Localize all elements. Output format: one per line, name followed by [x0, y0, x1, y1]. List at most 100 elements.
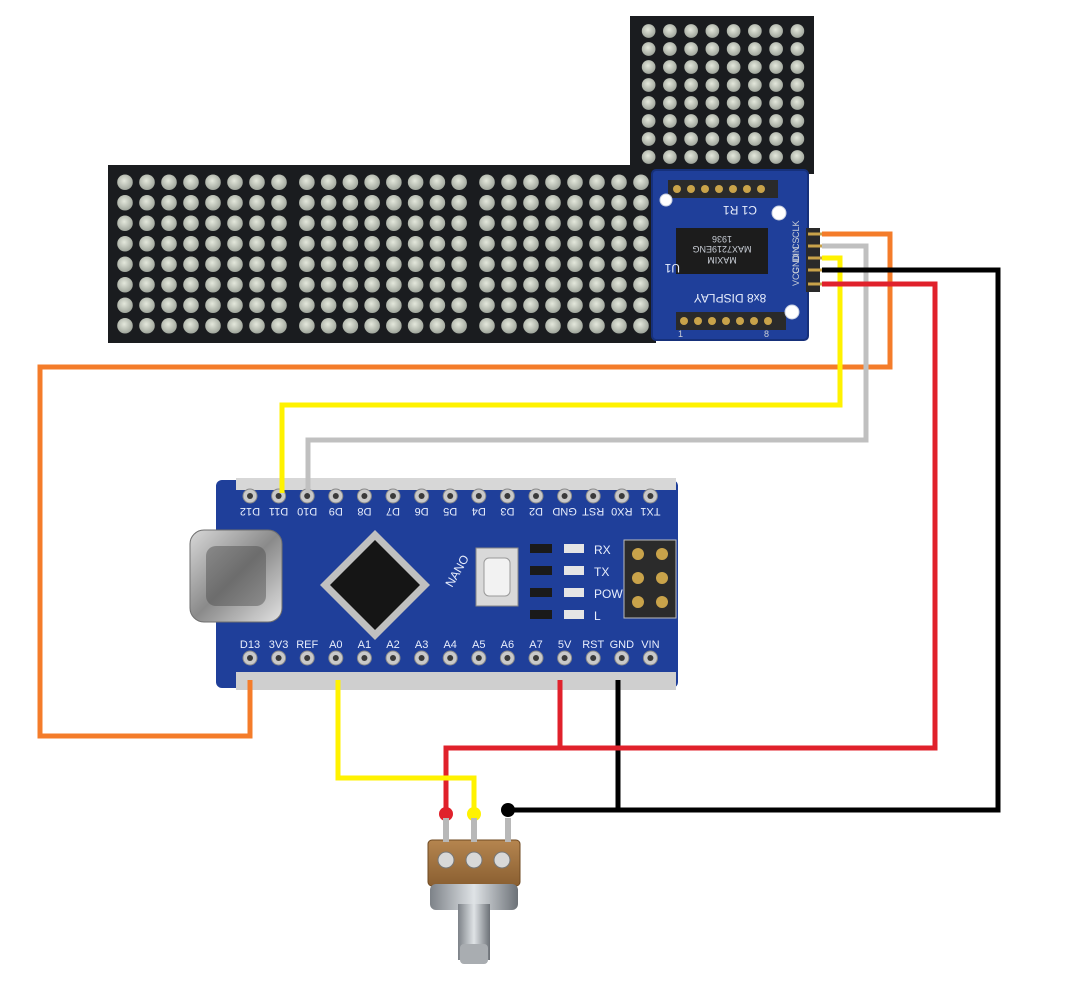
header-pin-hole — [304, 655, 311, 661]
reset-button[interactable] — [475, 547, 519, 607]
bottom-pin-label: A7 — [529, 639, 542, 651]
top-header-pins — [673, 185, 765, 193]
led-dot — [641, 114, 656, 128]
chip-brand-label: MAXIM — [707, 255, 737, 265]
led-dot — [567, 235, 583, 252]
led-dot — [726, 150, 741, 164]
led-dot — [342, 215, 359, 232]
led-dot — [117, 174, 133, 191]
led-dot — [705, 114, 720, 128]
bottom-header-pins — [680, 317, 772, 325]
led-dot — [183, 317, 199, 334]
led-dot — [249, 297, 265, 314]
led-dot — [407, 235, 424, 252]
led-dot — [523, 174, 539, 191]
led-dot — [342, 297, 359, 314]
led-dot — [633, 174, 649, 191]
led-dot — [790, 24, 805, 38]
header-pin-hole — [647, 493, 654, 499]
led-dot — [611, 235, 627, 252]
pin-label-vcc: VCC — [791, 266, 801, 286]
bottom-pin-label: D13 — [240, 639, 260, 651]
led-dot — [227, 215, 243, 232]
led-dot — [139, 194, 155, 211]
bottom-pin-label: A4 — [443, 639, 456, 651]
top-pin-label: D2 — [529, 505, 543, 517]
bottom-pin-label: A6 — [501, 639, 514, 651]
wire-yellow-din — [279, 255, 843, 493]
led-dot — [479, 235, 495, 252]
led-dot — [567, 276, 583, 293]
led-dot — [501, 276, 517, 293]
led-dot — [205, 256, 221, 273]
bottom-pin-label: 3V3 — [269, 639, 289, 651]
led-dot — [748, 150, 762, 164]
top-pin-row — [242, 488, 658, 504]
header-pin-hole — [304, 493, 311, 499]
led-dot — [589, 194, 605, 211]
led-matrix-2 — [290, 165, 474, 343]
led-dot — [589, 317, 605, 334]
led-dot — [479, 317, 495, 334]
led-dot — [227, 317, 243, 334]
header-pin-hole — [590, 493, 597, 499]
bottom-pin-label: A1 — [358, 639, 371, 651]
led-dot — [479, 256, 495, 273]
header-pin-hole — [275, 655, 282, 661]
led-dot — [567, 317, 583, 334]
led-dot — [663, 96, 677, 110]
led-dot — [227, 235, 243, 252]
led-dot — [769, 24, 783, 38]
led-dot — [407, 317, 424, 334]
led-dot — [249, 215, 265, 232]
led-dot — [320, 215, 337, 232]
led-dot — [183, 215, 199, 232]
bottom-pin-label: 5V — [558, 639, 572, 651]
led-dot — [633, 256, 649, 273]
led-dot — [501, 235, 517, 252]
led-dot — [663, 114, 677, 128]
led-dot — [429, 256, 446, 273]
led-dot — [479, 174, 495, 191]
bottom-pin-label: A2 — [386, 639, 399, 651]
led-dot — [183, 256, 199, 273]
led-dot — [748, 42, 762, 56]
led-dot — [227, 174, 243, 191]
led-dot — [407, 276, 424, 293]
led-dot — [705, 60, 720, 74]
header-pin-hole — [618, 655, 625, 661]
header-pin-hole — [504, 655, 511, 661]
silk-display-label: 8x8 DISPLAY — [694, 291, 766, 305]
led-dot — [769, 78, 783, 92]
icsp-header — [623, 539, 677, 619]
potentiometer-legs — [443, 818, 511, 842]
silk-u1-label: U1 — [664, 261, 680, 275]
bottom-pin-label: A5 — [472, 639, 485, 651]
led-dot — [479, 215, 495, 232]
led-dot — [748, 96, 762, 110]
led-dot — [342, 276, 359, 293]
bottom-pin-label: GND — [610, 639, 635, 651]
led-dot — [183, 276, 199, 293]
bottom-pin-row — [242, 650, 658, 666]
led-dot — [748, 24, 762, 38]
header-pin-hole — [475, 493, 482, 499]
led-dot — [364, 276, 380, 293]
led-dot — [663, 60, 677, 74]
top-pin-label: D6 — [415, 505, 429, 517]
led-dot — [117, 297, 133, 314]
led-dot — [684, 78, 698, 92]
led-dot — [299, 256, 315, 273]
led-dot — [545, 297, 561, 314]
led-dot — [748, 60, 762, 74]
led-dot — [205, 235, 221, 252]
led-dot — [139, 276, 155, 293]
status-leds: RX TX POW L — [530, 543, 623, 623]
led-dot — [684, 42, 698, 56]
wire-black-gnd — [501, 267, 1001, 817]
header-pin-hole — [275, 493, 282, 499]
led-dot — [161, 297, 177, 314]
led-dot — [663, 150, 677, 164]
led-dot — [545, 215, 561, 232]
wire-gray-cs — [305, 243, 869, 493]
